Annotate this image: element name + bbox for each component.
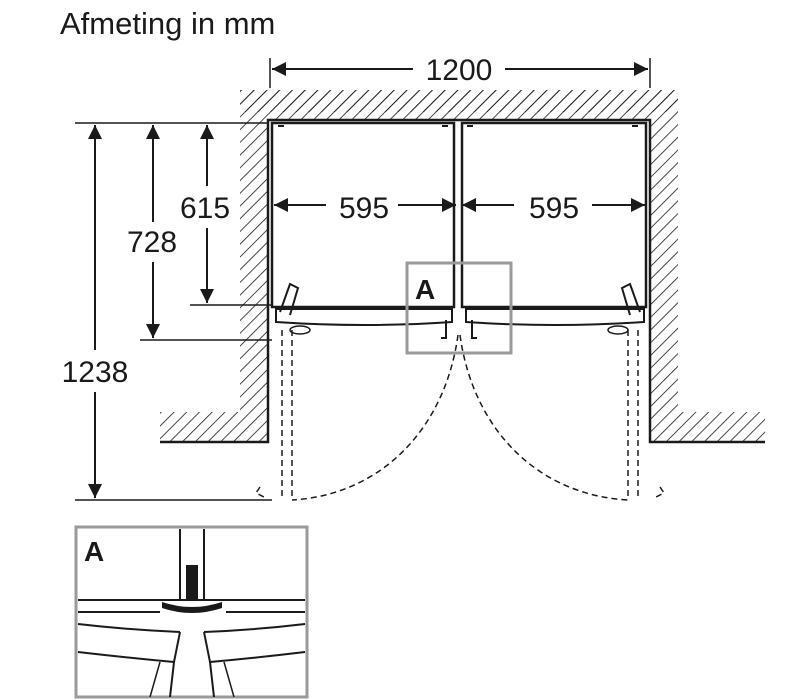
right-unit-width-label: 595 xyxy=(529,192,579,225)
right-fridge-unit xyxy=(460,121,648,309)
unit-depth-label: 615 xyxy=(180,192,230,225)
detail-inset-label: A xyxy=(84,536,104,567)
depth-doors-open-label: 1238 xyxy=(62,356,129,389)
drawing-title: Afmeting in mm xyxy=(60,6,276,41)
width-dimension-1200: 1200 xyxy=(269,54,651,88)
left-fridge-unit xyxy=(270,121,456,309)
depth-extension-lines xyxy=(75,122,272,501)
closed-doors xyxy=(275,308,645,339)
detail-marker-label: A xyxy=(415,274,435,305)
left-width-dimension-595: 595 xyxy=(274,192,456,225)
door-swing-paths xyxy=(254,330,666,501)
depth-with-doors-label: 728 xyxy=(127,226,177,259)
wall-niche xyxy=(160,90,765,444)
hinge-icons xyxy=(279,282,641,316)
left-unit-width-label: 595 xyxy=(339,192,389,225)
detail-inset-a: A xyxy=(74,525,309,699)
depth-dimension-1238: 1238 xyxy=(62,125,129,498)
detail-marker-a: A xyxy=(405,261,513,355)
depth-dimension-615: 615 xyxy=(180,125,230,303)
depth-dimension-728: 728 xyxy=(127,125,177,338)
right-width-dimension-595: 595 xyxy=(462,192,645,225)
total-width-label: 1200 xyxy=(426,54,493,87)
